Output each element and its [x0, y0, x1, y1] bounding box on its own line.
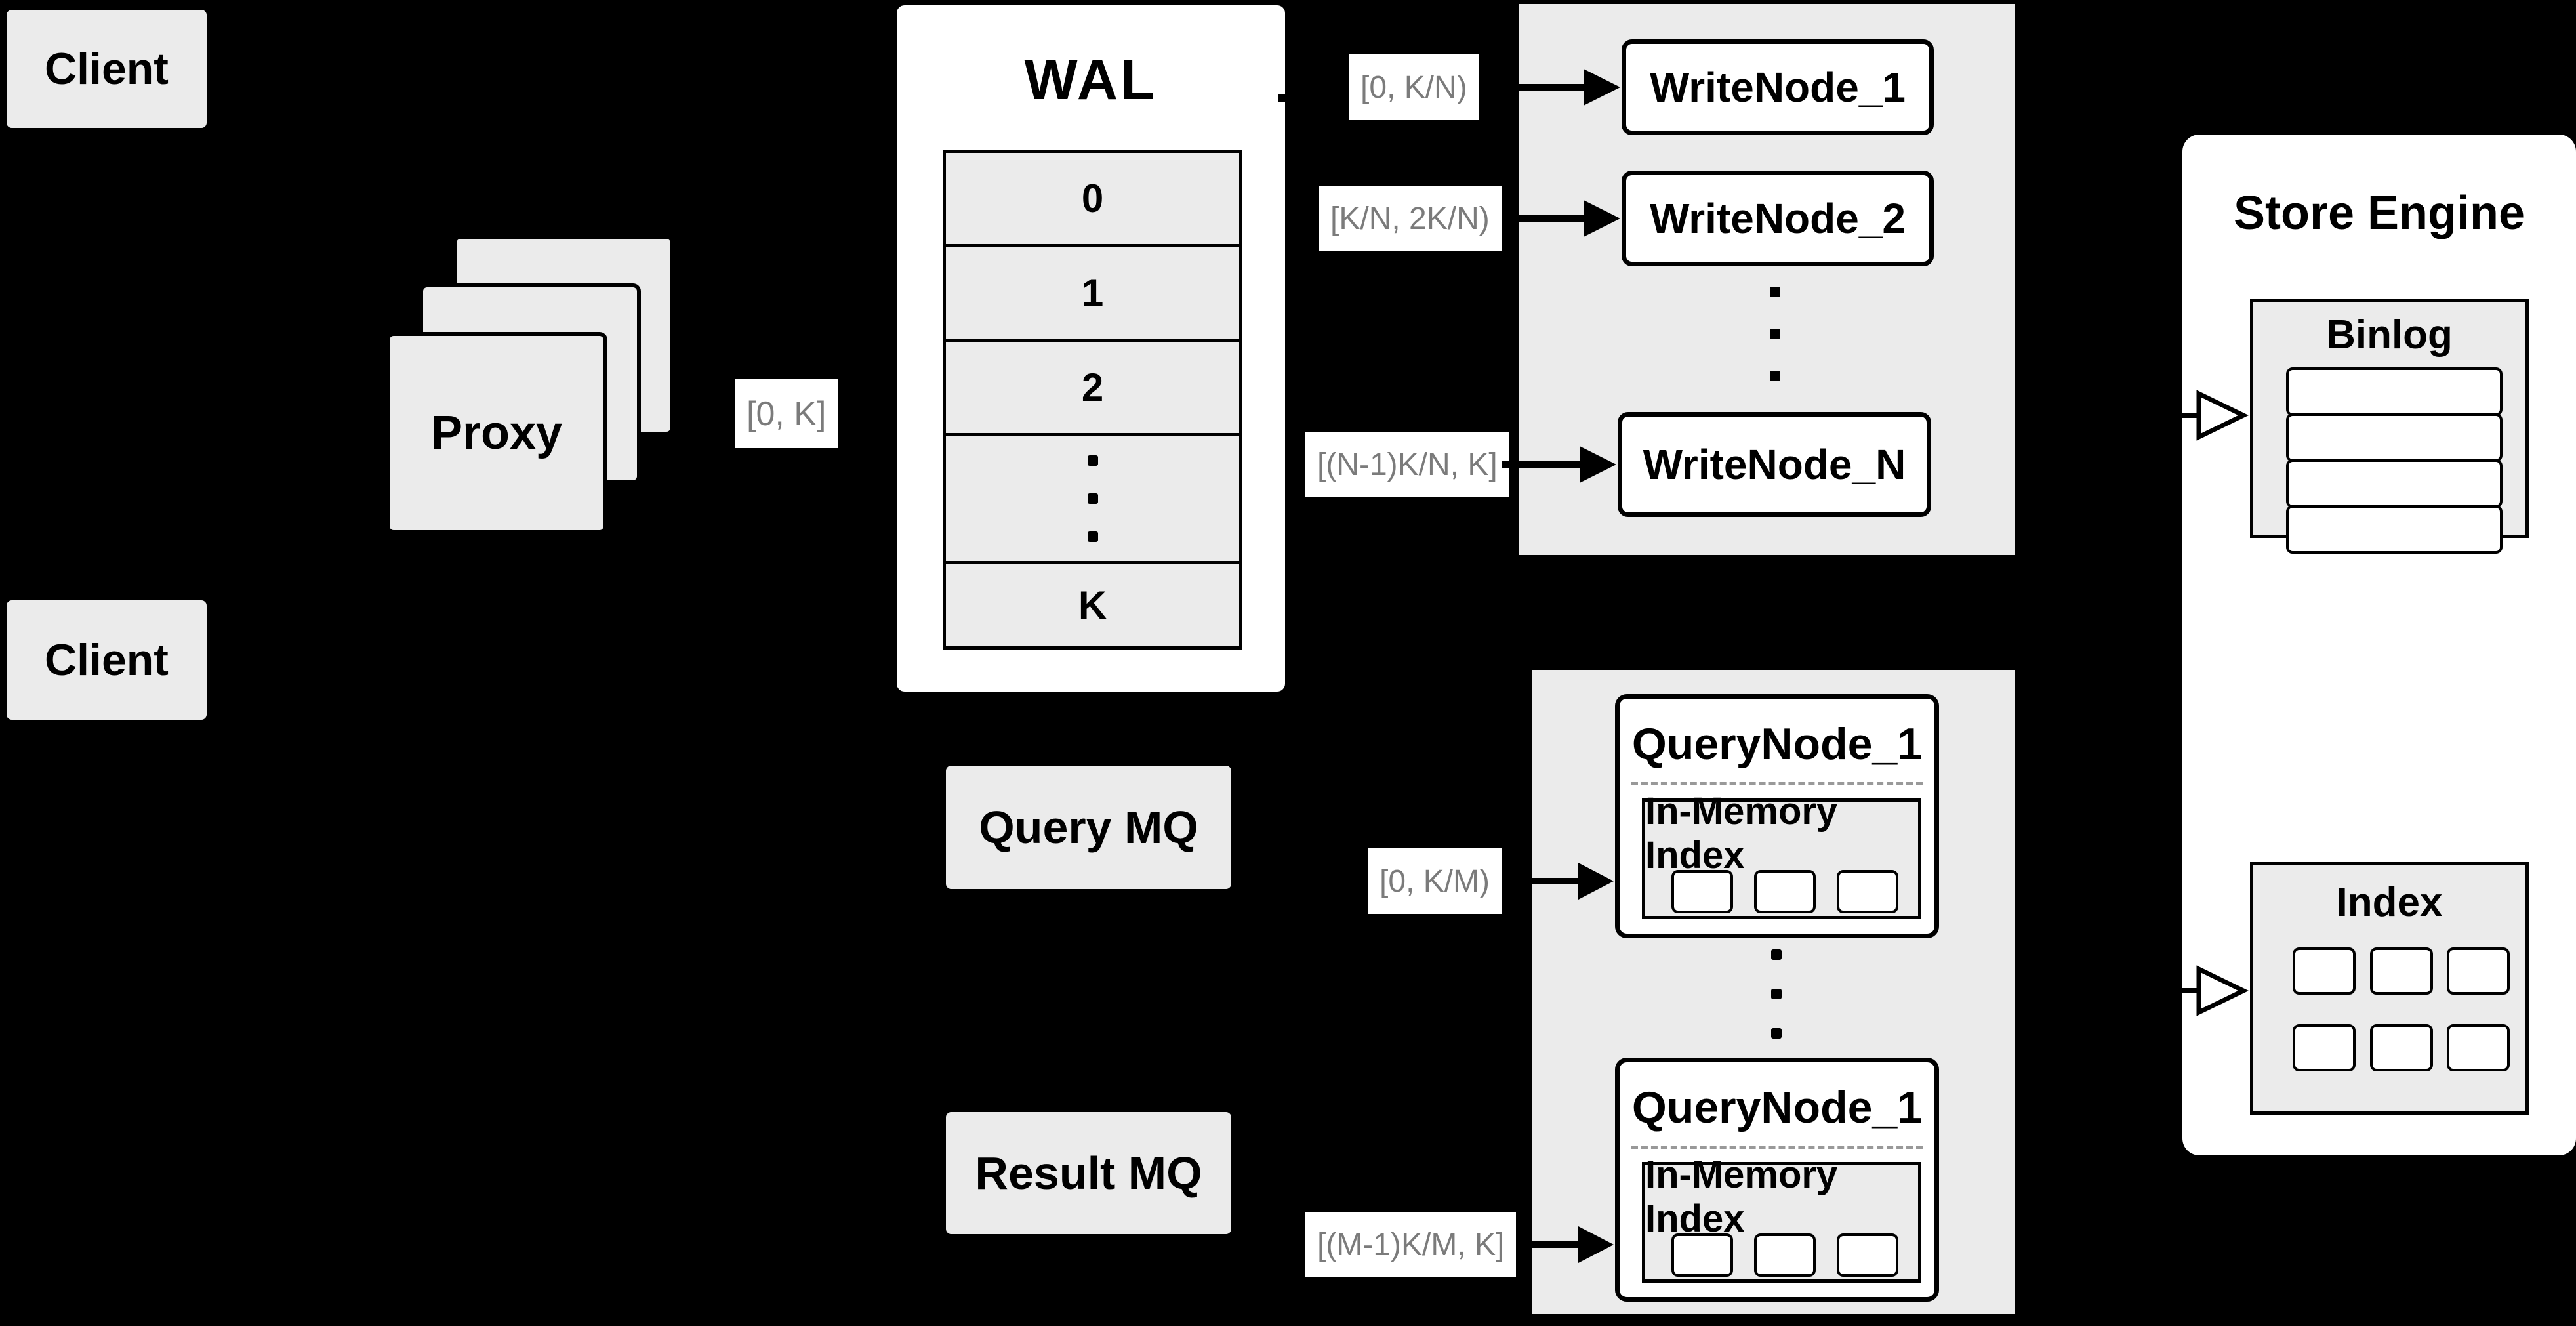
- in-memory-title-wrap: In-Memory Index: [1645, 790, 1918, 877]
- wal-segment-row: 0: [946, 153, 1239, 247]
- result-mq-box: Result MQ: [946, 1112, 1231, 1234]
- dashed-divider: [1631, 782, 1923, 785]
- index-title: Index: [2336, 879, 2443, 925]
- wal-ellipsis-row: [946, 436, 1239, 564]
- in-memory-title-wrap: In-Memory Index: [1645, 1153, 1918, 1240]
- wal-edge-arrow-tick: [1278, 94, 1285, 102]
- write-node-n: WriteNode_N: [1618, 412, 1931, 517]
- index-cell: [2447, 1024, 2510, 1071]
- binlog-title: Binlog: [2326, 312, 2453, 358]
- segment-cell: [1837, 870, 1898, 913]
- client-top-label: Client: [45, 44, 169, 94]
- wal-segment-row: 1: [946, 247, 1239, 342]
- wal-segment-row-last: K: [946, 564, 1239, 646]
- store-engine-title: Store Engine: [2233, 187, 2525, 239]
- segment-cell: [1754, 870, 1816, 913]
- range-label-write-1: [0, K/N): [1349, 54, 1479, 120]
- query-panel-ellipsis-icon: [1771, 949, 1782, 1039]
- in-memory-index-box-bottom: In-Memory Index: [1642, 1153, 1921, 1283]
- in-memory-index-title-top: In-Memory Index: [1645, 790, 1838, 877]
- result-mq-label: Result MQ: [975, 1148, 1202, 1199]
- proxy-label: Proxy: [430, 407, 563, 459]
- segment-cell: [1754, 1233, 1816, 1277]
- segment-cell: [1671, 1233, 1733, 1277]
- index-title-wrap: Index: [2253, 875, 2525, 930]
- query-node-bottom-title: QueryNode_1: [1631, 1083, 1923, 1132]
- store-engine-container: Store Engine Binlog Index: [2182, 135, 2576, 1155]
- index-cell: [2447, 947, 2510, 995]
- range-label-write-2: [K/N, 2K/N): [1319, 186, 1502, 251]
- client-box-bottom: Client: [7, 600, 207, 720]
- query-node-top: QueryNode_1 In-Memory Index: [1615, 694, 1939, 938]
- wal-title-wrap: WAL: [897, 49, 1285, 112]
- binlog-row: [2286, 505, 2503, 554]
- write-node-1: WriteNode_1: [1622, 39, 1934, 135]
- query-node-bottom: QueryNode_1 In-Memory Index: [1615, 1058, 1939, 1302]
- binlog-row: [2286, 413, 2503, 462]
- index-cell: [2370, 1024, 2433, 1071]
- binlog-rows: [2286, 367, 2503, 554]
- query-mq-box: Query MQ: [946, 766, 1231, 889]
- store-engine-title-wrap: Store Engine: [2182, 184, 2576, 243]
- write-node-n-label: WriteNode_N: [1643, 441, 1906, 488]
- range-label-query-bottom: [(M-1)K/M, K]: [1305, 1212, 1517, 1277]
- wal-title: WAL: [1024, 48, 1158, 112]
- binlog-title-wrap: Binlog: [2253, 308, 2525, 361]
- in-memory-index-title-bottom: In-Memory Index: [1645, 1153, 1838, 1240]
- binlog-box: Binlog: [2250, 299, 2529, 554]
- wal-segment-table: 0 1 2 K: [943, 150, 1242, 650]
- proxy-card-front: Proxy: [386, 332, 607, 534]
- query-node-top-title-wrap: QueryNode_1: [1620, 715, 1934, 774]
- segment-cell: [1671, 870, 1733, 913]
- dashed-divider: [1631, 1146, 1923, 1149]
- write-node-2: WriteNode_2: [1622, 171, 1934, 266]
- binlog-row: [2286, 367, 2503, 416]
- index-cell: [2370, 947, 2433, 995]
- range-label-query-top: [0, K/M): [1368, 848, 1502, 914]
- segment-cell: [1837, 1233, 1898, 1277]
- range-label-proxy-wal: [0, K]: [735, 379, 838, 448]
- write-panel-ellipsis-icon: [1770, 287, 1780, 381]
- client-box-top: Client: [7, 10, 207, 128]
- binlog-row: [2286, 459, 2503, 508]
- vertical-ellipsis-icon: [1087, 455, 1098, 542]
- query-mq-label: Query MQ: [979, 802, 1198, 853]
- index-cell: [2293, 947, 2356, 995]
- write-node-2-label: WriteNode_2: [1649, 195, 1906, 242]
- range-label-write-n: [(N-1)K/N, K]: [1305, 432, 1509, 497]
- query-node-bottom-title-wrap: QueryNode_1: [1620, 1078, 1934, 1137]
- in-memory-index-box-top: In-Memory Index: [1642, 790, 1921, 919]
- index-cell: [2293, 1024, 2356, 1071]
- write-node-1-label: WriteNode_1: [1649, 64, 1906, 111]
- index-box: Index: [2250, 862, 2529, 1115]
- query-node-top-title: QueryNode_1: [1631, 719, 1923, 769]
- client-bottom-label: Client: [45, 635, 169, 685]
- wal-segment-row: 2: [946, 342, 1239, 436]
- wal-container: WAL 0 1 2 K: [897, 5, 1285, 692]
